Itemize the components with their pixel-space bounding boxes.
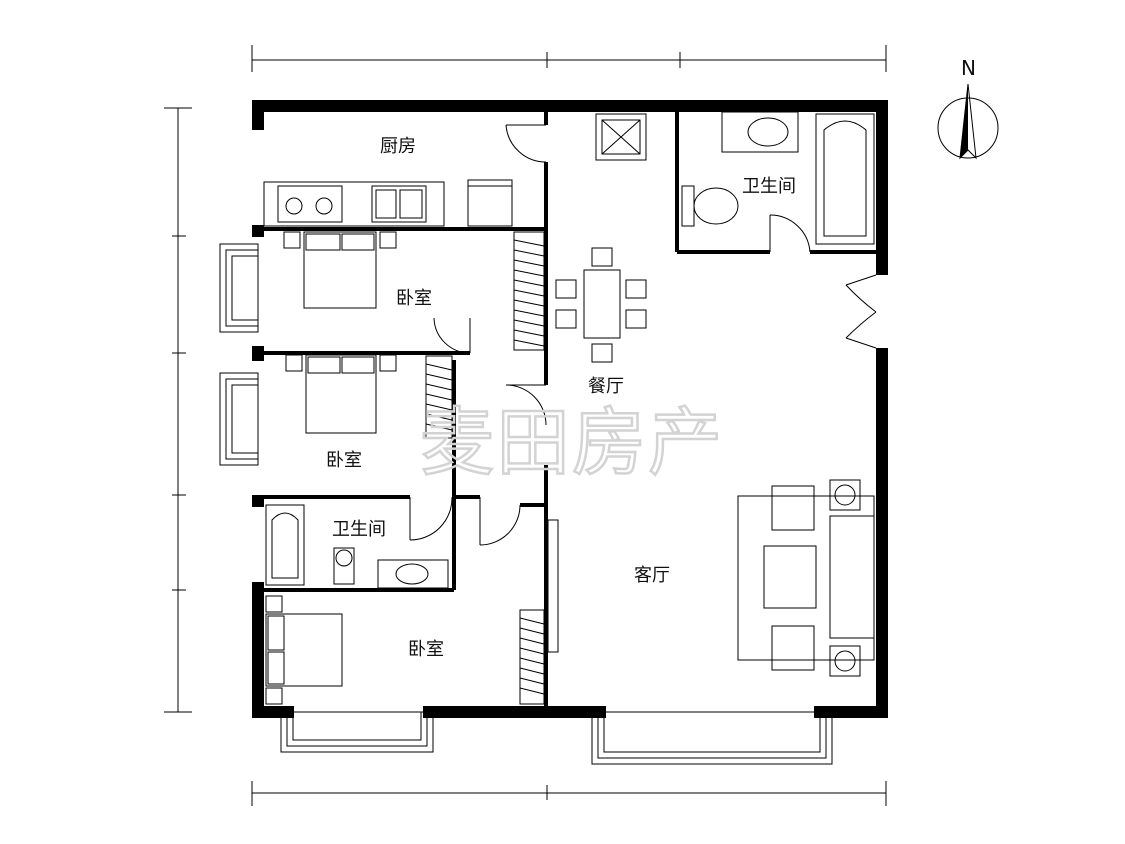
room-label-dining: 餐厅 xyxy=(588,376,624,397)
doors xyxy=(409,124,877,546)
north-arrow: N xyxy=(937,56,999,160)
room-label-living: 客厅 xyxy=(634,565,670,586)
living-furniture xyxy=(737,479,875,677)
bathroom-main-fixtures xyxy=(595,111,875,245)
room-label-kitchen: 厨房 xyxy=(380,136,416,157)
room-label-bathroom-main: 卫生间 xyxy=(742,176,796,197)
bathroom-2-fixtures xyxy=(265,504,449,589)
walls xyxy=(252,100,888,718)
dimension-lines xyxy=(164,45,887,806)
dining-furniture xyxy=(555,247,647,363)
room-label-bedroom-3: 卧室 xyxy=(408,639,444,660)
beds xyxy=(265,231,397,705)
kitchen-fixtures xyxy=(263,179,513,227)
wardrobes xyxy=(425,231,559,705)
room-label-bedroom-1: 卧室 xyxy=(396,288,432,309)
room-label-bedroom-2: 卧室 xyxy=(326,450,362,471)
bay-windows xyxy=(219,243,833,765)
north-label: N xyxy=(961,56,976,80)
watermark-text: 麦田房产 xyxy=(420,400,724,486)
room-label-bathroom-2: 卫生间 xyxy=(332,519,386,540)
partitions xyxy=(264,112,876,706)
